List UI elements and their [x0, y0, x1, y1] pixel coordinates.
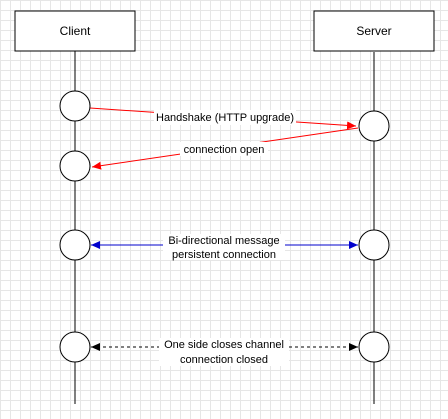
client-activation-close[interactable]	[59, 331, 91, 363]
client-actor-label: Client	[60, 24, 91, 38]
connection-open-label-bg	[180, 142, 268, 156]
bidirectional-label-line1: Bi-directional message	[168, 235, 279, 247]
bidirectional-label-bg	[163, 234, 285, 260]
close-channel-label-line1: One side closes channel	[164, 339, 284, 351]
client-actor[interactable]: Client	[14, 10, 136, 52]
server-activation-close[interactable]	[358, 331, 390, 363]
client-activation-bidirectional[interactable]	[59, 229, 91, 261]
server-actor-label: Server	[356, 24, 391, 38]
handshake-label-bg	[154, 110, 296, 125]
server-actor[interactable]: Server	[313, 10, 435, 52]
server-actor-box	[313, 10, 435, 52]
client-activation-handshake[interactable]	[59, 90, 91, 122]
connection-open-label: connection open	[184, 144, 265, 156]
server-activation-handshake[interactable]	[358, 110, 390, 142]
handshake-label: Handshake (HTTP upgrade)	[156, 112, 294, 124]
bidirectional-label-line2: persistent connection	[172, 249, 276, 261]
client-activation-open[interactable]	[59, 150, 91, 182]
close-channel-label-bg	[159, 338, 289, 366]
client-actor-box	[14, 10, 136, 52]
close-channel-label-line2: connection closed	[180, 354, 268, 366]
server-activation-bidirectional[interactable]	[358, 229, 390, 261]
